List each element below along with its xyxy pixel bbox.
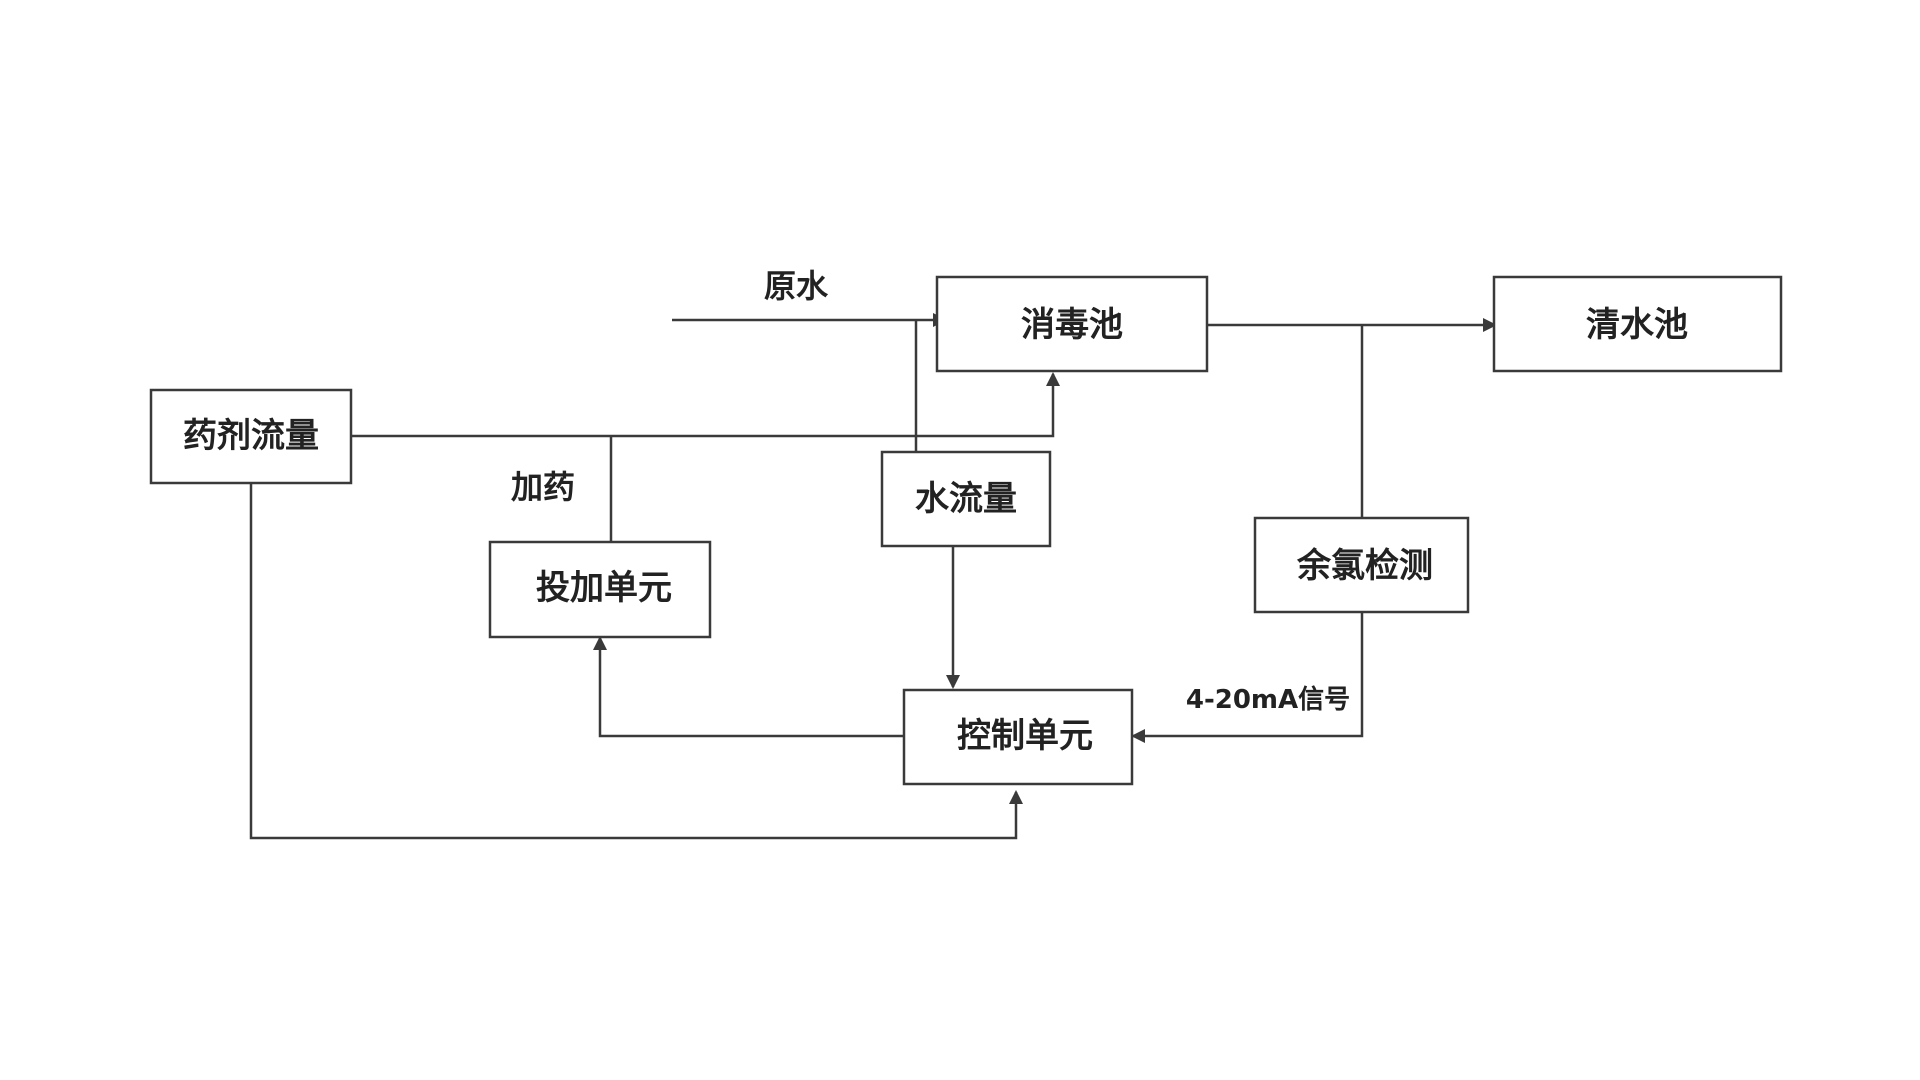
control-to-dosing-line xyxy=(593,636,904,738)
disinfection-pool-node: 消毒池 xyxy=(935,275,1209,373)
signal-label: 4-20mA信号 xyxy=(1186,685,1350,715)
control-unit-node: 控制单元 xyxy=(902,688,1134,786)
chemical-flow-to-control-line xyxy=(249,483,1023,840)
dosing-label: 加药 xyxy=(511,468,575,506)
chemical-feed-line xyxy=(352,372,1060,438)
chemical-flow-label: 药剂流量 xyxy=(183,416,319,456)
residual-chlorine-detection-label: 余氯检测 xyxy=(1296,546,1433,586)
clear-water-pool-label: 清水池 xyxy=(1586,305,1688,345)
control-unit-label: 控制单元 xyxy=(957,716,1093,756)
chemical-flow-node: 药剂流量 xyxy=(149,388,353,485)
disinfection-pool-label: 消毒池 xyxy=(1021,305,1123,345)
dosing-unit-label: 投加单元 xyxy=(536,568,672,608)
signal-to-control-line xyxy=(1131,612,1364,743)
raw-water-label: 原水 xyxy=(764,267,829,305)
clear-water-pool-node: 清水池 xyxy=(1492,275,1783,373)
residual-chlorine-detection-node: 余氯检测 xyxy=(1253,516,1470,614)
dosing-unit-node: 投加单元 xyxy=(488,540,712,639)
water-flow-label: 水流量 xyxy=(915,479,1017,519)
water-flow-node: 水流量 xyxy=(880,450,1052,548)
